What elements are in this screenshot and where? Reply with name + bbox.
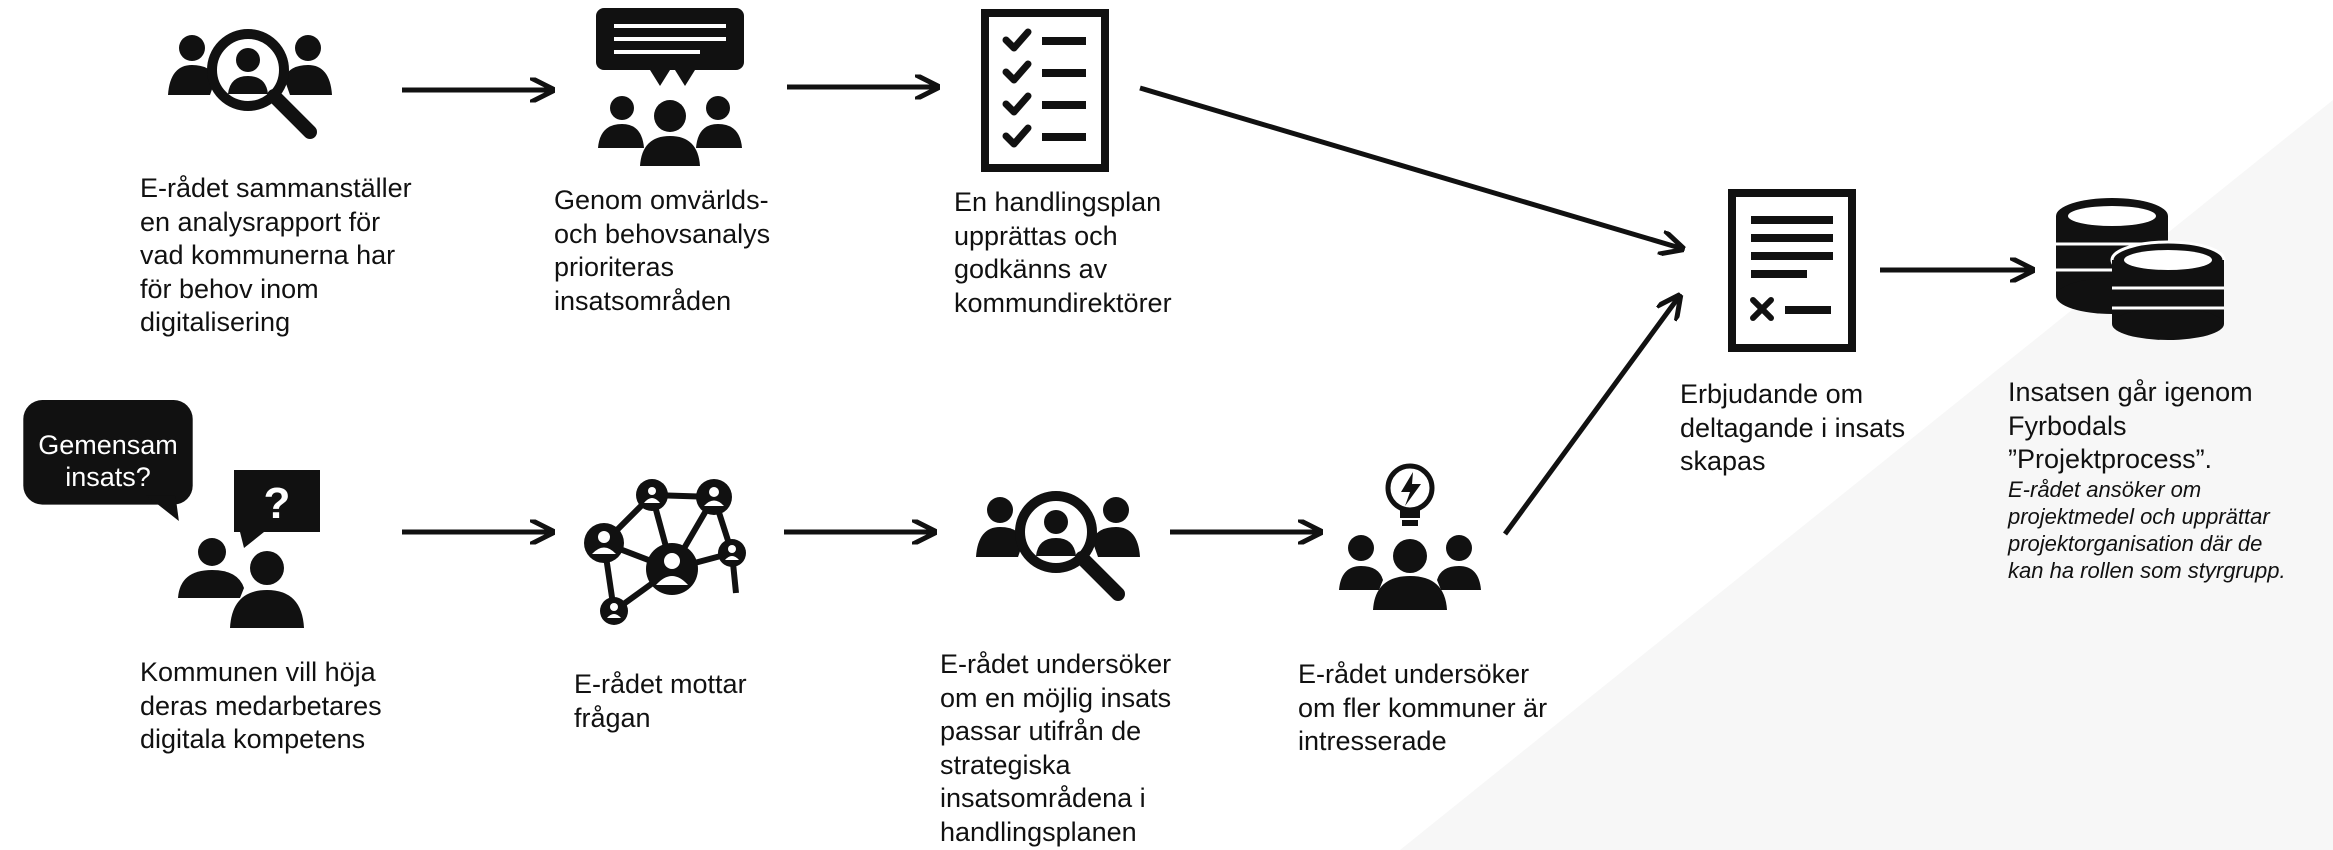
step-omvarldsanalys: Genom omvärlds- och behovsanalys priorit… <box>554 185 771 316</box>
people-question-icon: ? <box>178 470 320 628</box>
step-analysrapport: E-rådet sammanställer en analysrapport f… <box>140 173 412 337</box>
step-undersoker-kommuner: E-rådet undersöker om fler kommuner är i… <box>1298 659 1548 756</box>
step-undersoker-insats: E-rådet undersöker om en möjlig insats p… <box>940 649 1172 847</box>
people-magnifier-icon <box>168 29 332 139</box>
checklist-icon <box>981 9 1109 172</box>
people-lightbulb-icon <box>1339 463 1481 610</box>
step-projektprocess: Insatsen går igenom Fyrbodals ”Projektpr… <box>2008 377 2253 474</box>
speech-bubble <box>23 400 193 521</box>
people-magnifier-icon <box>976 491 1140 601</box>
network-icon <box>584 479 746 625</box>
coin-stacks-icon <box>2056 198 2226 340</box>
step-mottar: E-rådet mottar frågan <box>574 669 747 733</box>
group-discussion-icon <box>596 8 744 166</box>
contract-document-icon <box>1728 189 1856 352</box>
svg-text:?: ? <box>264 479 291 528</box>
arrow-handlingsplan-to-erbjudande <box>1139 85 1680 248</box>
arrow-kommuner-to-erbjudande <box>1502 298 1678 536</box>
speech-bubble-text: Gemensam insats? <box>38 430 178 492</box>
step-kommunen: Kommunen vill höja deras medarbetares di… <box>140 657 382 754</box>
step-handlingsplan: En handlingsplan upprättas och godkänns … <box>954 187 1172 318</box>
step-erbjudande: Erbjudande om deltagande i insats skapas <box>1680 379 1906 476</box>
step-projektprocess-note: E-rådet ansöker om projektmedel och uppr… <box>2008 477 2286 583</box>
